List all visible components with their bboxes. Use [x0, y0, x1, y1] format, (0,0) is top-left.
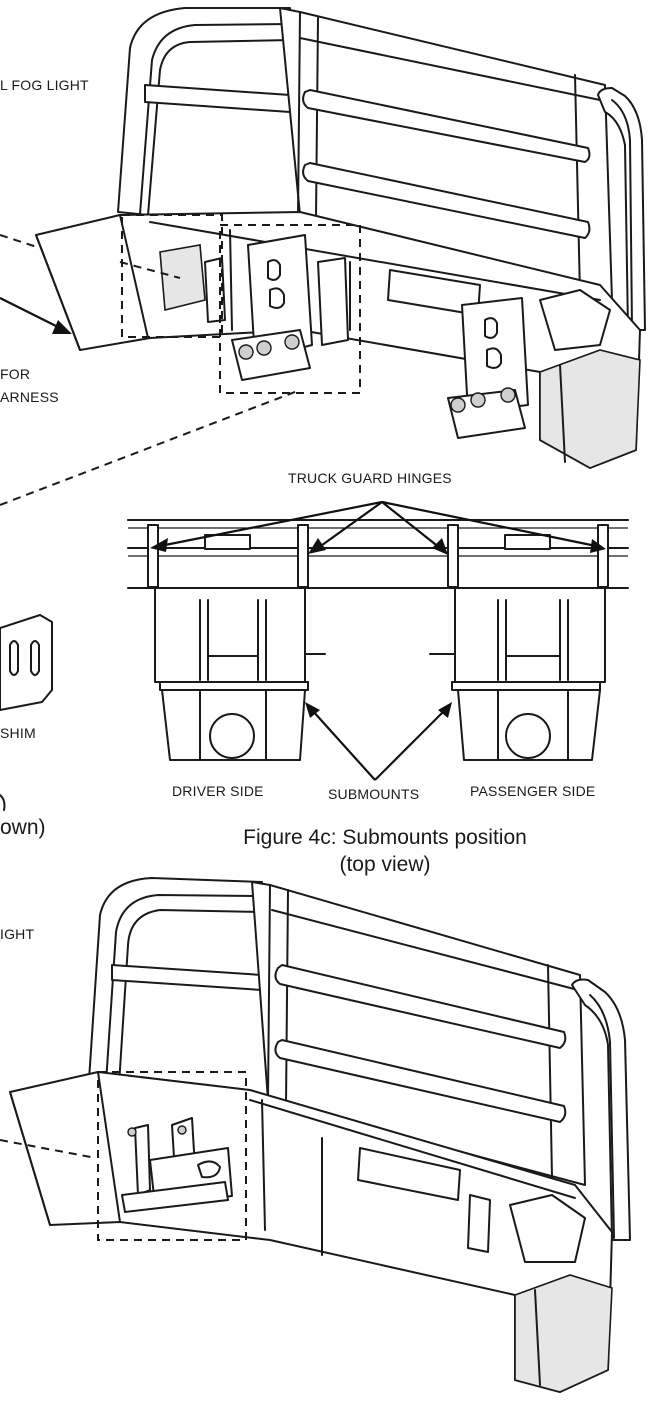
passenger-side-submount-outline — [429, 587, 606, 761]
harness-label: ARNESS — [0, 389, 59, 405]
shim-label: SHIM — [0, 725, 36, 741]
bottom-left-hoop — [87, 877, 263, 1101]
truck-guard-hinges-label: TRUCK GUARD HINGES — [288, 470, 452, 486]
top-view-hinge-posts — [147, 524, 609, 588]
bottom-bumper-base — [9, 1071, 613, 1393]
submounts-label: SUBMOUNTS — [328, 786, 420, 802]
driver-side-submount-outline — [154, 587, 326, 761]
top-right-submount — [447, 297, 529, 439]
fog-light-label: L FOG LIGHT — [0, 77, 89, 93]
own-partial-label: own) — [0, 816, 46, 839]
figure-caption-line2: (top view) — [339, 853, 431, 876]
top-leader-lower — [0, 389, 301, 506]
bottom-right-hoop — [571, 978, 631, 1241]
bottom-leader-line — [0, 1139, 97, 1159]
top-left-submount — [159, 234, 349, 381]
bottom-main-panel — [251, 881, 586, 1186]
harness-arrow — [0, 297, 72, 334]
driver-side-label: DRIVER SIDE — [172, 783, 264, 799]
for-label: FOR — [0, 366, 31, 382]
top-dashed-box-left — [121, 214, 223, 338]
top-view-rails — [127, 519, 629, 589]
top-leader-upper — [0, 234, 181, 279]
bottom-fog-light-bracket — [121, 1117, 233, 1213]
figure-caption-line1: Figure 4c: Submounts position — [243, 826, 527, 849]
hinge-pointer-arrows — [150, 500, 606, 555]
bottom-dashed-box — [97, 1071, 247, 1241]
passenger-side-label: PASSENGER SIDE — [470, 783, 596, 799]
ight-partial-label: IGHT — [0, 926, 35, 942]
submount-pointer-arrows — [305, 702, 452, 781]
top-right-hoop — [597, 87, 646, 331]
